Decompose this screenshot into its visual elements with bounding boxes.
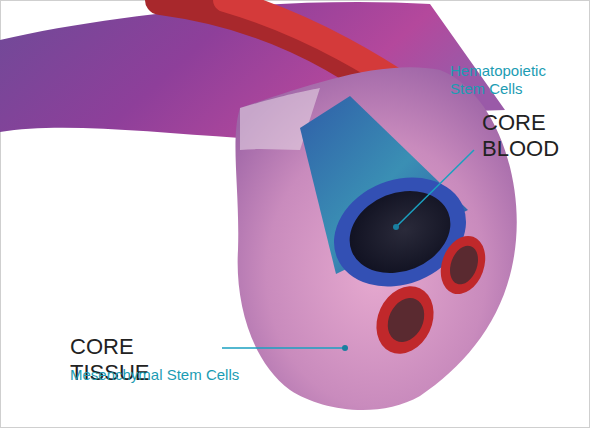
cell-type-label: Hematopoietic Stem Cells [450,62,575,98]
leader-dot [393,224,399,230]
artery-lumen [381,292,431,348]
artery-lumen [445,242,483,288]
cord-cross-section [235,67,516,410]
leader-line [397,150,474,226]
leader-line [222,347,343,349]
vein-wall [317,158,482,305]
leader-dot [342,345,348,351]
artery-wall [433,230,493,301]
artery-wall [366,277,445,363]
cell-type-label: Mesenchymal Stem Cells [70,366,290,384]
part-label: CORE BLOOD [482,110,574,162]
